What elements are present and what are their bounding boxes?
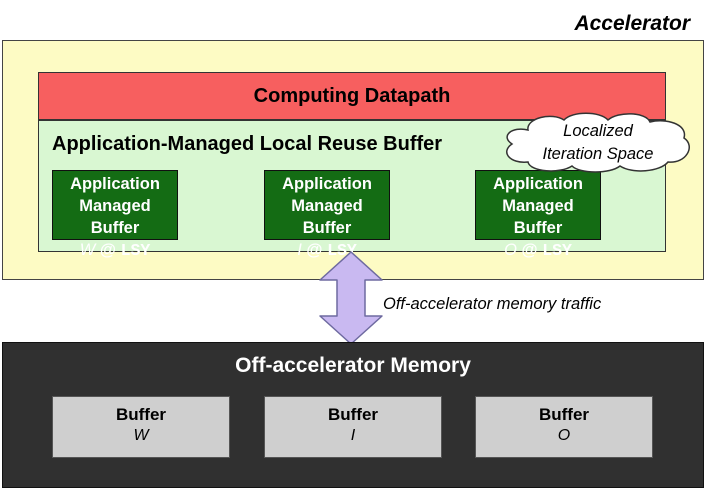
app-buffer-at: @ (95, 241, 121, 259)
app-buffer-w: Application Managed Buffer W @ LSY (52, 170, 178, 260)
memory-buffer-label: Buffer (115, 405, 167, 424)
app-buffer-at: @ (516, 241, 543, 259)
app-buffer-line3: W @ LSY (53, 239, 177, 262)
app-buffer-at: @ (301, 241, 328, 259)
app-buffer-line1: Application (70, 175, 160, 193)
memory-buffer-var: W (133, 427, 149, 444)
app-buffer-line1: Application (493, 175, 583, 193)
memory-buffer-label: Buffer (327, 405, 379, 424)
memory-traffic-label: Off-accelerator memory traffic (383, 295, 602, 313)
memory-buffer-var: I (350, 427, 356, 444)
cloud-text: Localized Iteration Space (508, 120, 688, 166)
cloud-shape (506, 112, 690, 173)
computing-datapath: Computing Datapath (38, 72, 666, 120)
memory-buffer-i: Buffer I (264, 396, 442, 458)
app-buffer-line2: Managed Buffer (79, 197, 151, 237)
app-buffer-var: I (297, 241, 302, 259)
cloud-line2: Iteration Space (542, 145, 654, 163)
app-buffer-o: Application Managed Buffer O @ LSY (475, 170, 601, 260)
app-buffer-loc: LSY (120, 241, 151, 260)
app-buffer-var: W (79, 241, 96, 259)
app-buffer-var: O (504, 241, 517, 259)
app-buffer-line2: Managed Buffer (291, 197, 363, 237)
app-buffer-loc: LSY (542, 241, 572, 260)
memory-buffer-label: Buffer (538, 405, 590, 424)
memory-buffer-w: Buffer W (52, 396, 230, 458)
memory-title: Off-accelerator Memory (235, 354, 471, 377)
accelerator-title: Accelerator (574, 12, 690, 35)
app-buffer-line3: O @ LSY (476, 239, 600, 262)
memory-buffer-var: O (557, 427, 571, 444)
local-reuse-buffer-label: Application-Managed Local Reuse Buffer (52, 133, 443, 155)
double-arrow-icon (319, 251, 383, 345)
cloud-line1: Localized (563, 122, 633, 140)
app-buffer-i: Application Managed Buffer I @ LSY (264, 170, 390, 260)
app-buffer-line1: Application (282, 175, 372, 193)
app-buffer-line2: Managed Buffer (502, 197, 574, 237)
memory-buffer-o: Buffer O (475, 396, 653, 458)
